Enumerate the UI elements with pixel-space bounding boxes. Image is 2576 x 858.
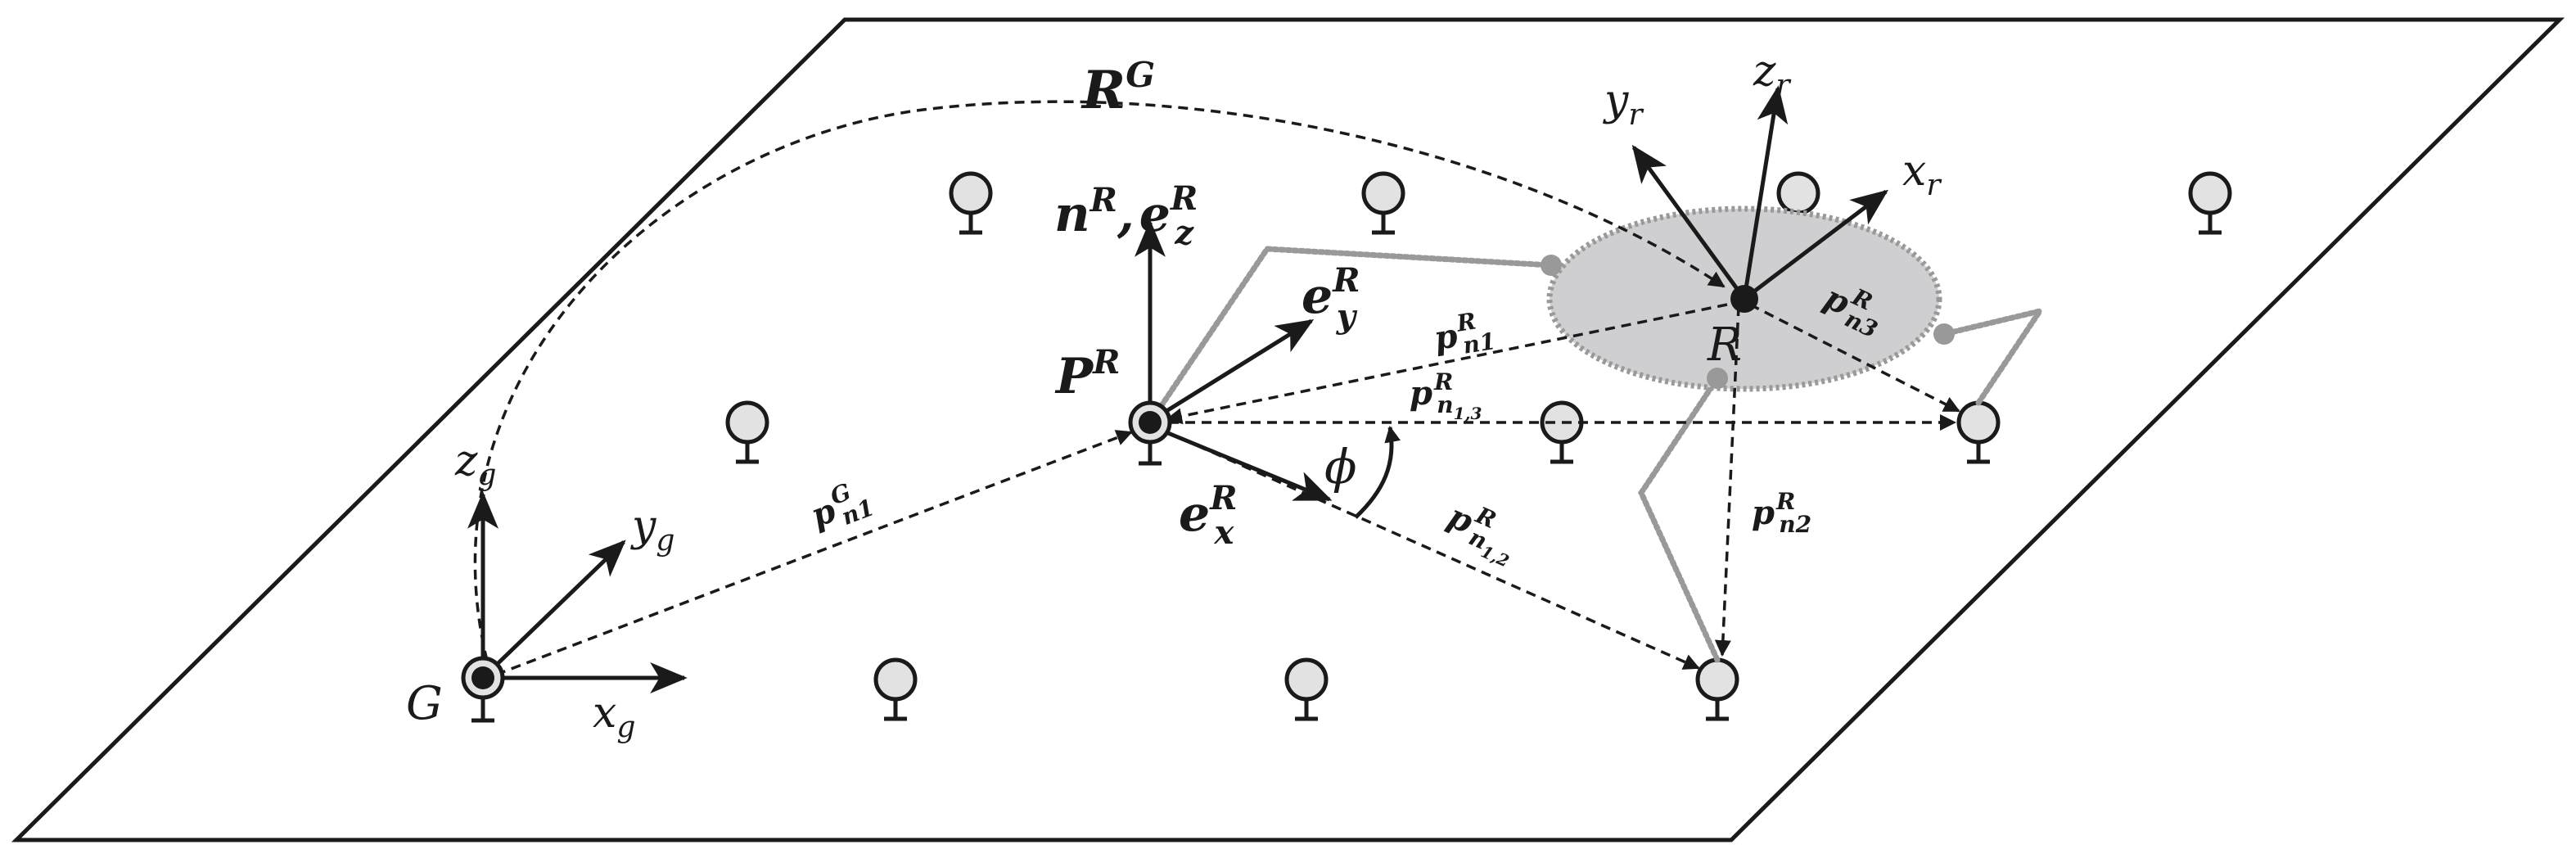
label-y-g: yg — [630, 502, 674, 558]
label-G: G — [406, 677, 443, 730]
axis-y-r — [1631, 144, 1747, 300]
origin-P-R — [1128, 400, 1172, 445]
label-x-g: xg — [593, 689, 635, 744]
leg-1 — [1147, 246, 1554, 426]
dashed-vectors — [473, 100, 1960, 677]
label-z-g: zg — [454, 436, 496, 492]
foothold-node — [949, 171, 993, 235]
origin-G — [461, 656, 505, 700]
vector-p-n12 — [1166, 431, 1700, 670]
foothold-node — [1284, 657, 1329, 721]
solid-axes — [467, 85, 1889, 693]
axis-e-x — [1153, 425, 1333, 502]
axis-e-y — [1152, 318, 1315, 422]
axis-y-g — [483, 540, 626, 678]
axis-z-r — [1742, 85, 1789, 300]
vector-p-n2 — [1714, 305, 1740, 657]
label-y-r: yr — [1603, 76, 1644, 132]
foothold-nodes — [725, 171, 2232, 721]
frame-stems — [471, 442, 1162, 723]
leg-2 — [1638, 375, 1721, 663]
foothold-node — [2188, 171, 2232, 235]
axis-x-r — [1743, 189, 1889, 300]
label-z-r: zr — [1753, 47, 1791, 102]
label-R-G: RG — [1080, 55, 1155, 121]
angle-phi-arc — [1354, 426, 1401, 519]
label-P-R: PR — [1054, 343, 1120, 405]
hip-joints — [1541, 255, 1955, 389]
robot-legs — [1147, 246, 2046, 663]
foothold-node — [725, 400, 769, 464]
label-R: R — [1707, 318, 1742, 372]
ground-plane — [11, 17, 2565, 842]
label-x-r: xr — [1902, 147, 1942, 202]
trajectory-R-G — [473, 100, 1726, 677]
vector-p-n1-R — [1166, 303, 1728, 425]
leg-3 — [1941, 306, 2046, 406]
label-phi: ϕ — [1324, 439, 1357, 494]
foothold-node — [1361, 171, 1405, 235]
vector-p-n3 — [1749, 303, 1960, 413]
origin-R — [1730, 285, 1758, 313]
foothold-node — [873, 657, 918, 721]
